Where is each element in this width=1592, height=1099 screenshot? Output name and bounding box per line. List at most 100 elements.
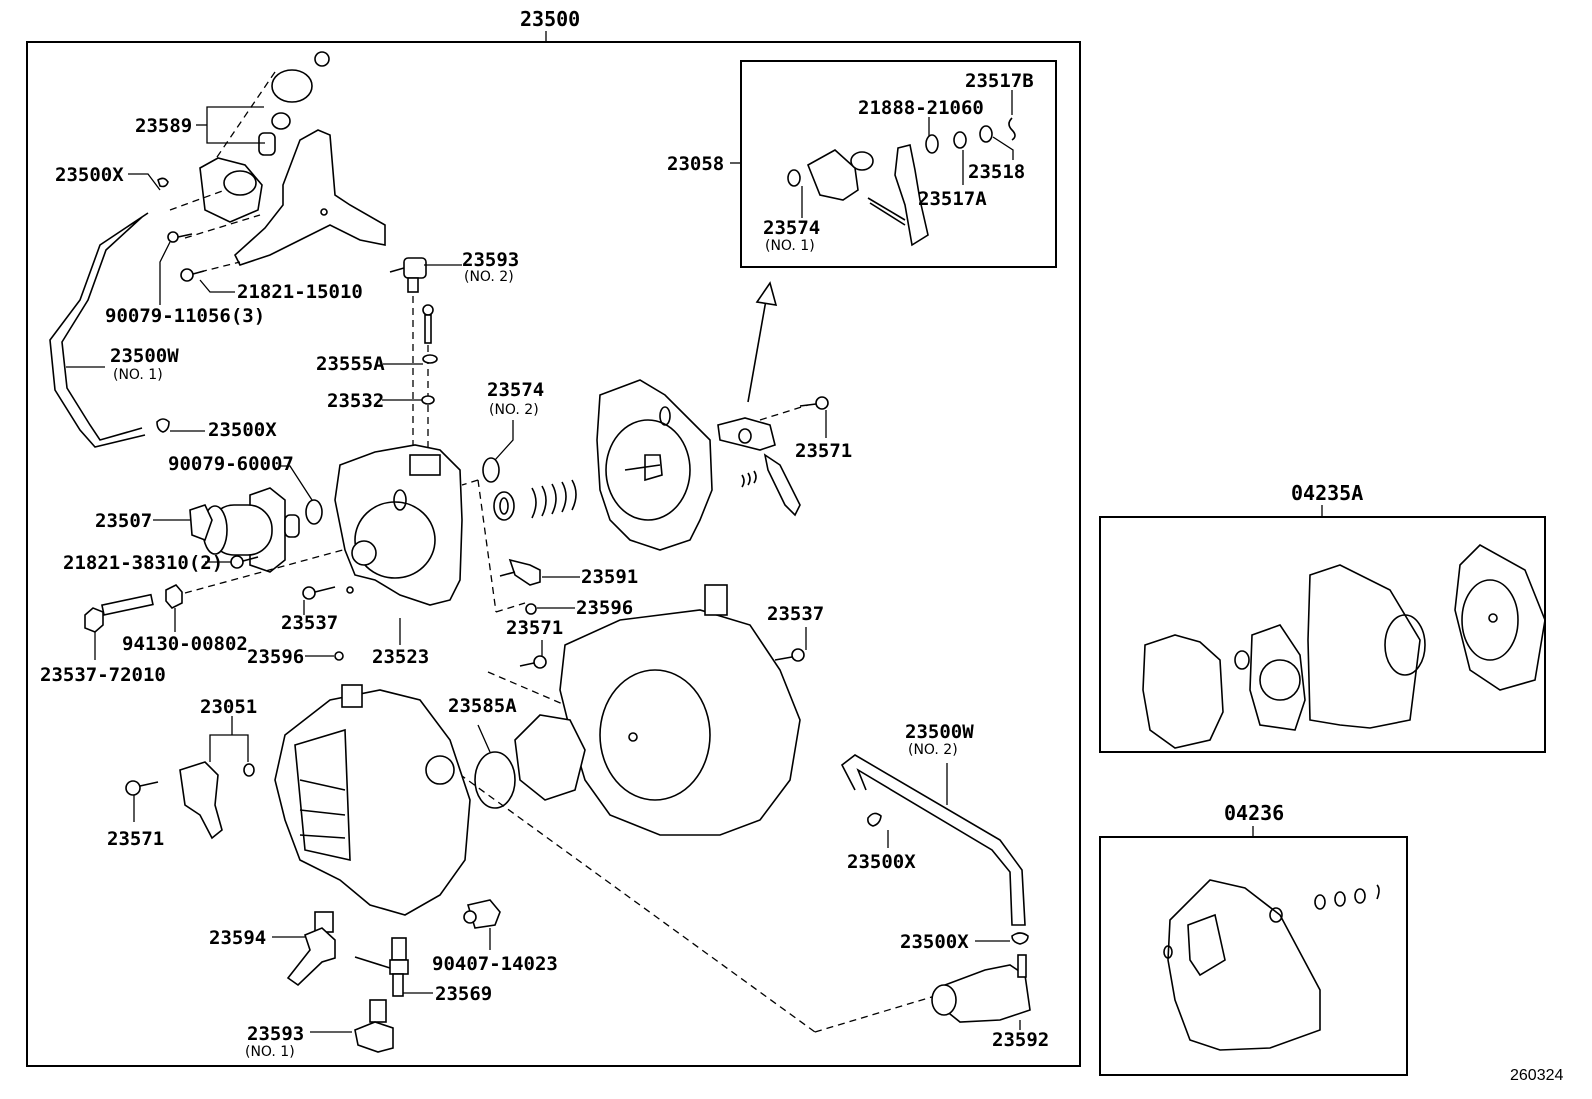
label-23500w-no2[interactable]: 23500W [905,721,974,743]
label-23593-no2[interactable]: 23593 [462,249,519,271]
main-assembly-frame [26,41,1081,1067]
fitting-23593-no2 [389,257,427,293]
bracket-23051-drawing [179,761,255,840]
clamp-23500x-c [867,812,882,827]
dash-valve-3 [184,214,261,239]
label-23058[interactable]: 23058 [667,153,724,175]
plug-23596-b [525,603,537,615]
bolt-21821-38310 [230,555,259,569]
label-23500x-a[interactable]: 23500X [55,164,124,186]
label-23596-a[interactable]: 23596 [247,646,304,668]
leader-23500x-a [128,173,161,191]
dash-valve-4 [199,261,241,273]
label-23574-no2-sub: (NO. 2) [489,402,539,418]
arrow-up-icon [747,281,778,403]
bolt-stack [422,304,434,344]
label-94130-00802[interactable]: 94130-00802 [122,633,248,655]
leader-90079-11056 [159,241,171,305]
kit-04236-frame [1099,836,1408,1076]
label-23571-b[interactable]: 23571 [506,617,563,639]
kit-04236-parts [1163,879,1380,1051]
label-21888-21060[interactable]: 21888-21060 [858,97,984,119]
diaphragm-plate-drawing [596,379,713,551]
label-90079-60007[interactable]: 90079-60007 [168,453,294,475]
nut-94130-00802 [165,584,183,609]
label-23596-b[interactable]: 23596 [576,597,633,619]
bolt-23571-a [799,396,829,410]
label-23571-a[interactable]: 23571 [795,440,852,462]
solenoid-23507-drawing [189,487,300,573]
label-23589[interactable]: 23589 [135,115,192,137]
label-23517b[interactable]: 23517B [965,70,1034,92]
label-23594[interactable]: 23594 [209,927,266,949]
fitting-23569 [354,937,409,997]
label-04236[interactable]: 04236 [1224,801,1284,825]
label-23585a[interactable]: 23585A [448,695,517,717]
label-23523[interactable]: 23523 [372,646,429,668]
label-23500x-d[interactable]: 23500X [900,931,969,953]
fitting-23594 [286,911,336,987]
drawing-code: 260324 [1510,1067,1563,1084]
kit-04235a-frame [1099,516,1546,753]
spring-seat-and-spring [493,479,577,521]
label-23500x-c[interactable]: 23500X [847,851,916,873]
label-90079-11056[interactable]: 90079-11056(3) [105,305,265,327]
fitting-23591 [499,558,541,586]
label-23500[interactable]: 23500 [520,7,580,31]
label-23592[interactable]: 23592 [992,1029,1049,1051]
label-23500w-no2-sub: (NO. 2) [908,742,958,758]
label-23537-72010[interactable]: 23537-72010 [40,664,166,686]
top-valve-drawing [157,51,386,266]
bolt-90079-11056 [167,231,193,243]
label-21821-38310[interactable]: 21821-38310(2) [63,552,223,574]
bracket-23589 [206,106,265,144]
housing-lower-drawing [274,684,471,916]
label-23500w-no1[interactable]: 23500W [110,345,179,367]
label-23051[interactable]: 23051 [200,696,257,718]
label-23574-no2[interactable]: 23574 [487,379,544,401]
label-23571-c[interactable]: 23571 [107,828,164,850]
label-21821-15010[interactable]: 21821-15010 [237,281,363,303]
clamp-23500x-b [156,418,170,433]
subassembly-23058-frame [740,60,1057,268]
label-23591[interactable]: 23591 [581,566,638,588]
label-23574-no1[interactable]: 23574 [763,217,820,239]
label-90407-14023[interactable]: 90407-14023 [432,953,558,975]
label-23517a[interactable]: 23517A [918,188,987,210]
plug-23596-a [334,651,344,661]
label-04235a[interactable]: 04235A [1291,481,1363,505]
kit-04235a-parts [1142,544,1546,749]
bolt-23537-a [302,586,336,600]
valve-23592 [931,954,1031,1023]
dash-fittings-box-1 [477,479,497,613]
bolt-21821-15010 [180,268,205,282]
dash-valve-2 [169,189,226,211]
bolt-23571-b [519,655,547,669]
label-23518[interactable]: 23518 [968,161,1025,183]
body-main-drawing [514,584,801,836]
dash-body-2 [439,759,816,1033]
label-23507[interactable]: 23507 [95,510,152,532]
label-23569[interactable]: 23569 [435,983,492,1005]
clamp-23500x-d [1011,932,1029,945]
label-23537-b[interactable]: 23537 [767,603,824,625]
dash-fittings-box-2 [461,479,479,486]
bolt-23537-72010 [84,593,154,633]
label-23555a[interactable]: 23555A [316,353,385,375]
label-23593-no1[interactable]: 23593 [247,1023,304,1045]
dash-lever-bolt [759,404,809,421]
leader-21821-15010 [199,279,235,293]
label-23593-no2-sub: (NO. 2) [464,269,514,285]
label-23574-no1-sub: (NO. 1) [765,238,815,254]
label-23537-a[interactable]: 23537 [281,612,338,634]
bolt-23537-b [774,648,805,662]
label-23500x-b[interactable]: 23500X [208,419,277,441]
leader-23518 [992,136,1014,160]
dash-fittings-box-3 [495,602,526,613]
oring-23585a [474,751,516,809]
leader-23574-no2 [494,420,514,461]
fitting-90407-14023 [463,899,501,929]
oring-90079-60007 [305,499,323,525]
label-23532[interactable]: 23532 [327,390,384,412]
